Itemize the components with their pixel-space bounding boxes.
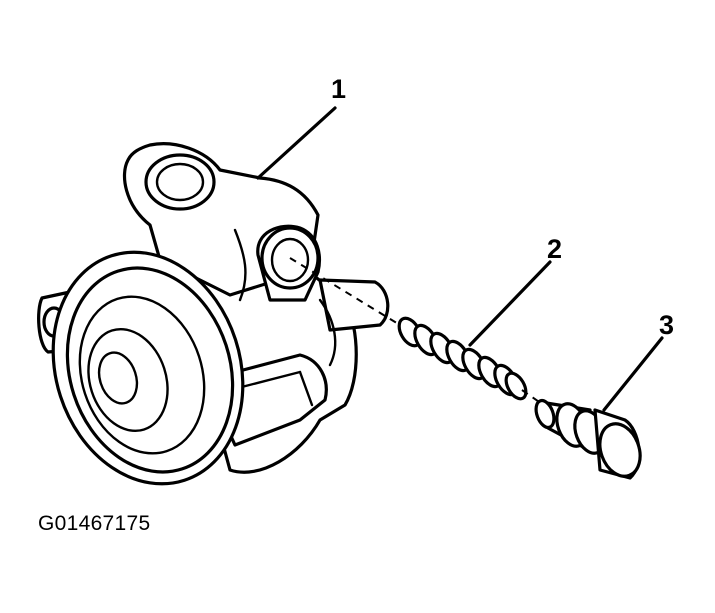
callout-number-2: 2 (547, 234, 562, 264)
pump-housing (37, 142, 390, 486)
leader-line-1 (256, 106, 337, 180)
valve (534, 398, 642, 480)
spring (397, 316, 528, 401)
figure-id: G01467175 (38, 512, 151, 535)
leader-line-2 (468, 260, 552, 347)
assembly-axis-line (289, 257, 543, 405)
callout-number-1: 1 (331, 74, 346, 104)
callout-number-3: 3 (659, 310, 674, 340)
leader-line-3 (602, 336, 664, 412)
